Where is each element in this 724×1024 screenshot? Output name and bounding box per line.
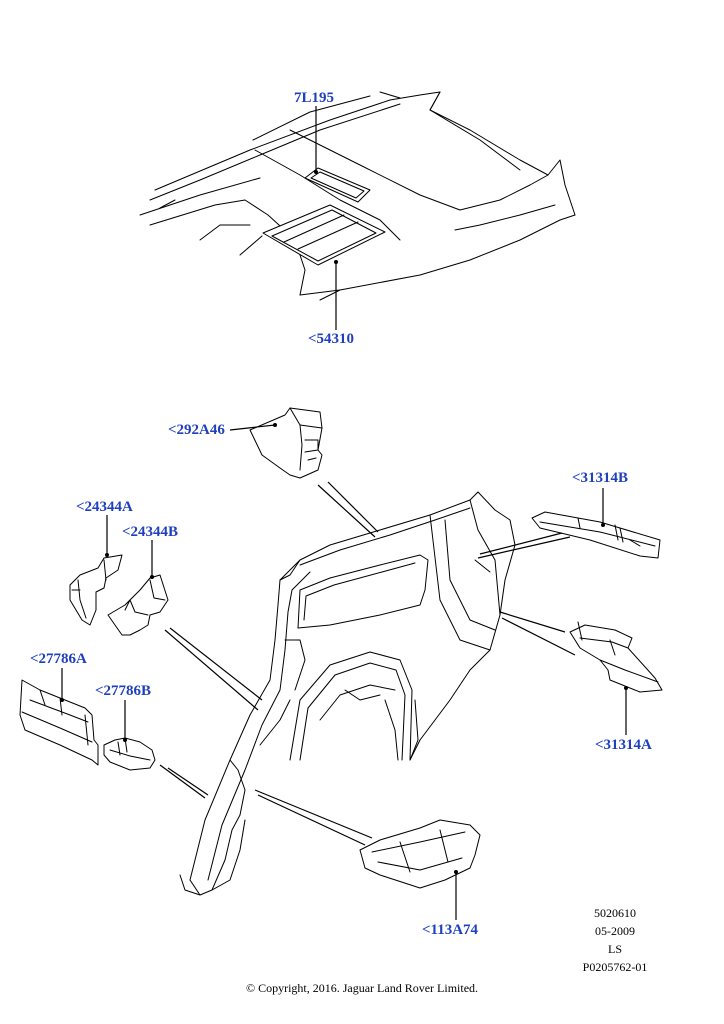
drawing-model-code: LS xyxy=(607,942,622,956)
part-27786A-drawing xyxy=(19,679,99,766)
body-side-panel-drawing xyxy=(179,491,516,896)
drawing-reference: P0205762-01 xyxy=(582,960,648,974)
part-label-54310[interactable]: <54310 xyxy=(308,331,355,347)
drawing-number: 5020610 xyxy=(594,906,636,920)
roof-headliner-drawing xyxy=(139,91,576,301)
part-label-24344A[interactable]: <24344A xyxy=(76,499,133,515)
part-label-27786A[interactable]: <27786A xyxy=(30,651,87,667)
leader-lines xyxy=(60,106,628,920)
drawing-date: 05-2009 xyxy=(595,924,635,938)
part-31314B-drawing xyxy=(531,511,661,559)
part-label-7L195[interactable]: 7L195 xyxy=(294,90,335,106)
part-292A46-drawing xyxy=(249,407,323,479)
part-27786B-drawing xyxy=(103,737,156,771)
copyright-notice: © Copyright, 2016. Jaguar Land Rover Lim… xyxy=(245,981,479,995)
part-label-31314A[interactable]: <31314A xyxy=(595,737,652,753)
part-label-31314B[interactable]: <31314B xyxy=(572,470,629,486)
part-113A74-drawing xyxy=(359,819,481,889)
part-label-24344B[interactable]: <24344B xyxy=(122,524,179,540)
part-31314A-drawing xyxy=(569,621,663,693)
part-label-113A74[interactable]: <113A74 xyxy=(422,922,479,938)
part-24344A-drawing xyxy=(69,554,123,626)
part-label-27786B[interactable]: <27786B xyxy=(95,683,152,699)
part-label-292A46[interactable]: <292A46 xyxy=(168,422,225,438)
part-24344B-drawing xyxy=(107,574,169,636)
